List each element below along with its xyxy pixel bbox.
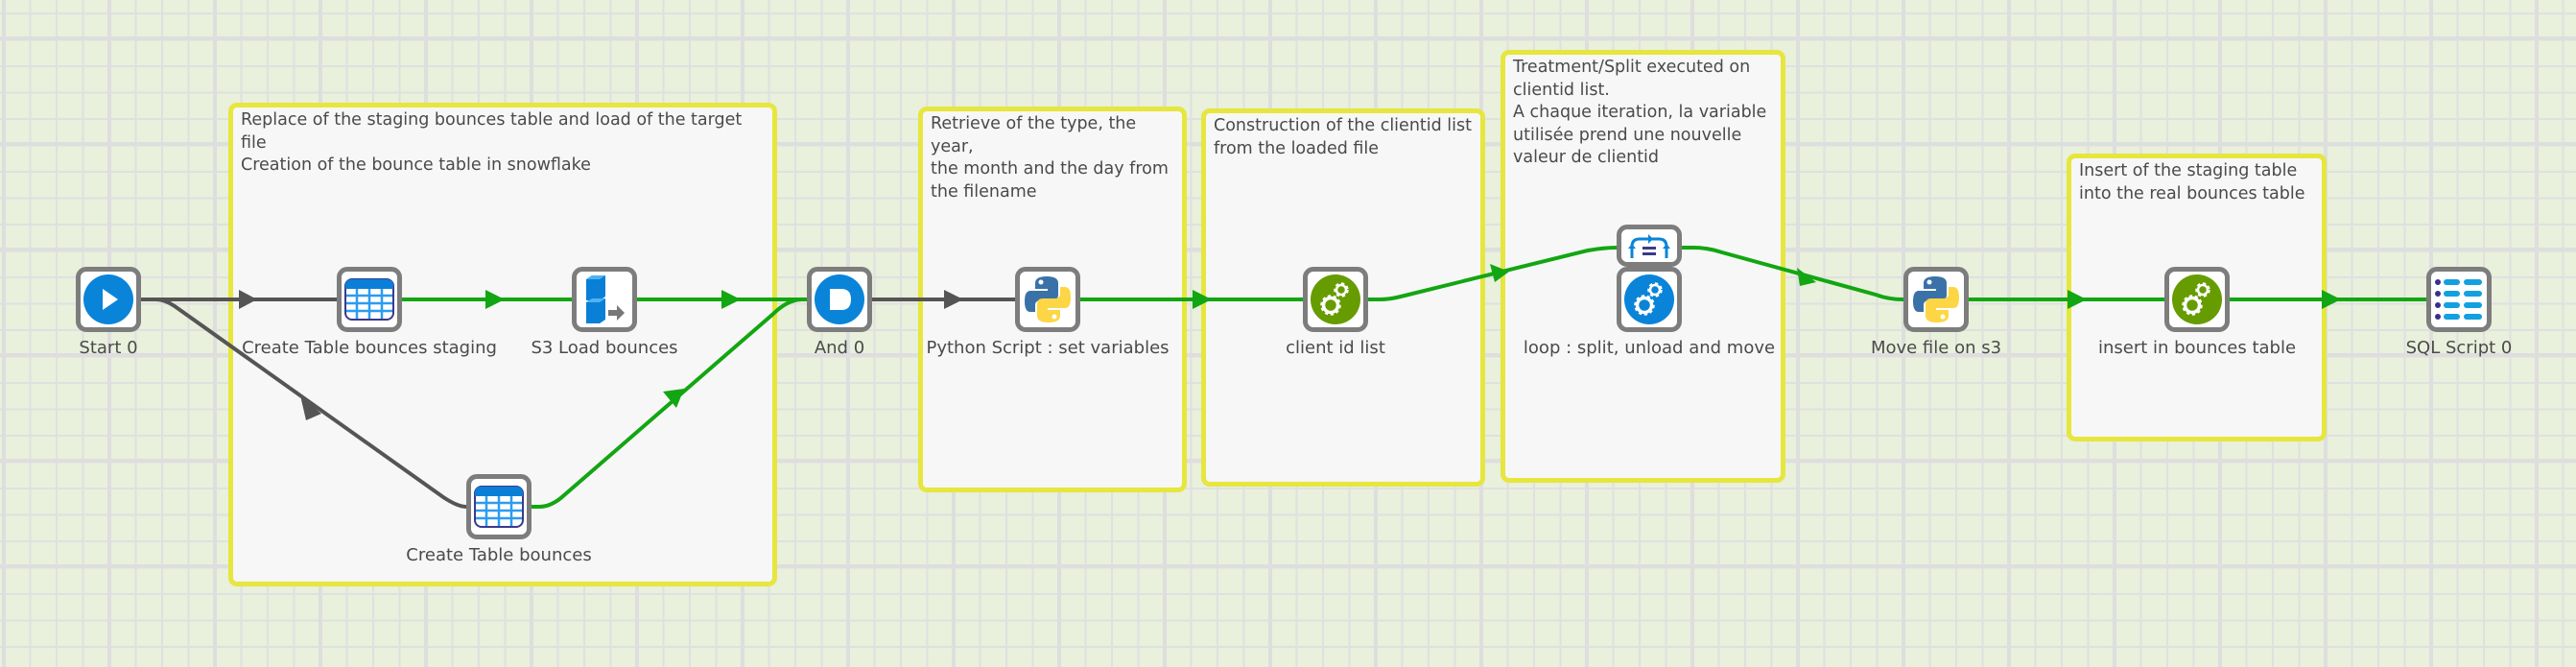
- s3-load-icon: [586, 275, 625, 323]
- node-create-staging-box[interactable]: [337, 267, 402, 332]
- edge-insert-bounces-to-sql-script[interactable]: [2230, 290, 2426, 309]
- loop-iterator-icon: [1628, 234, 1670, 258]
- node-sql-script-box[interactable]: [2426, 267, 2492, 332]
- edge-s3-load-to-and[interactable]: [637, 290, 807, 309]
- play-icon: [83, 274, 133, 324]
- node-start-label: Start 0: [79, 338, 138, 358]
- node-loop-label: loop : split, unload and move: [1523, 338, 1776, 358]
- edge-create-bounces-to-and[interactable]: [532, 298, 807, 509]
- node-move-file-label: Move file on s3: [1870, 338, 2002, 358]
- node-start-box[interactable]: [76, 267, 141, 332]
- gears-icon: [1624, 274, 1674, 324]
- gears-icon: [1311, 274, 1360, 324]
- python-icon: [1913, 276, 1959, 322]
- node-python-vars-label: Python Script : set variables: [926, 338, 1170, 358]
- node-move-file-box[interactable]: [1903, 267, 1969, 332]
- node-and-label: And 0: [814, 338, 865, 358]
- node-s3-load-box[interactable]: [572, 267, 637, 332]
- node-create-staging-label: Create Table bounces staging: [242, 338, 497, 358]
- edge-and-to-python-vars[interactable]: [872, 290, 1015, 309]
- and-gate-icon: [815, 274, 864, 324]
- node-and-box[interactable]: [807, 267, 872, 332]
- node-loop-box[interactable]: [1617, 267, 1682, 332]
- python-icon: [1025, 276, 1071, 322]
- node-create-bounces-box[interactable]: [466, 474, 532, 539]
- gears-icon: [2172, 274, 2222, 324]
- node-python-vars-box[interactable]: [1015, 267, 1080, 332]
- node-client-id-list-box[interactable]: [1303, 267, 1368, 332]
- node-insert-bounces-box[interactable]: [2164, 267, 2230, 332]
- node-s3-load-label: S3 Load bounces: [531, 338, 678, 358]
- edge-python-vars-to-client-id-list[interactable]: [1080, 290, 1303, 309]
- node-loop-iterator-box[interactable]: [1617, 225, 1682, 267]
- node-sql-script-label: SQL Script 0: [2405, 338, 2513, 358]
- table-icon: [474, 486, 524, 528]
- edge-start-to-create-bounces[interactable]: [141, 298, 467, 509]
- node-create-bounces-label: Create Table bounces: [406, 545, 592, 565]
- sql-script-icon: [2435, 279, 2482, 320]
- edge-start-to-create-staging[interactable]: [141, 290, 337, 309]
- node-insert-bounces-label: insert in bounces table: [2097, 338, 2297, 358]
- edge-client-id-list-to-loop[interactable]: [1368, 246, 1618, 301]
- edge-move-file-to-insert-bounces[interactable]: [1969, 290, 2164, 309]
- edge-loop-to-move-file[interactable]: [1682, 246, 1904, 301]
- edge-create-staging-to-s3-load[interactable]: [402, 290, 572, 309]
- table-icon: [344, 278, 394, 321]
- node-client-id-list-label: client id list: [1286, 338, 1385, 358]
